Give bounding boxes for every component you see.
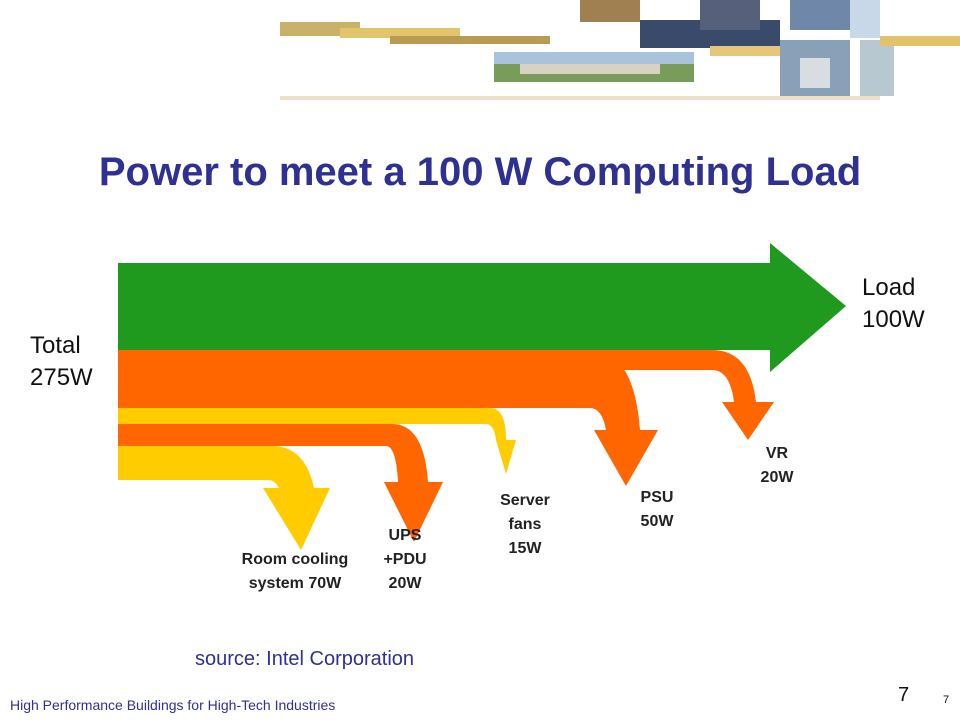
- flow-ups-pdu: [118, 424, 443, 542]
- page-number: 7: [898, 684, 910, 706]
- flow-psu: [118, 350, 658, 486]
- photo-banner: [280, 0, 960, 100]
- flow-load: [118, 243, 846, 372]
- ups-pdu-label: UPS +PDU 20W: [383, 527, 427, 592]
- total-label: Total 275W: [30, 332, 93, 391]
- page-number-small: 7: [943, 694, 950, 706]
- slide-title: Power to meet a 100 W Computing Load: [98, 150, 862, 194]
- psu-label: PSU 50W: [640, 489, 674, 530]
- flow-room-cooling: [118, 446, 330, 550]
- server-fans-label: Server fans 15W: [500, 492, 550, 557]
- source-citation: source: Intel Corporation: [195, 648, 415, 670]
- vr-label: VR 20W: [760, 445, 794, 486]
- flow-server-fans: [118, 408, 516, 474]
- load-label: Load 100W: [862, 274, 925, 333]
- footer-text: High Performance Buildings for High-Tech…: [10, 697, 336, 713]
- flow-vr: [118, 350, 774, 440]
- room-cooling-label: Room cooling system 70W: [241, 551, 349, 592]
